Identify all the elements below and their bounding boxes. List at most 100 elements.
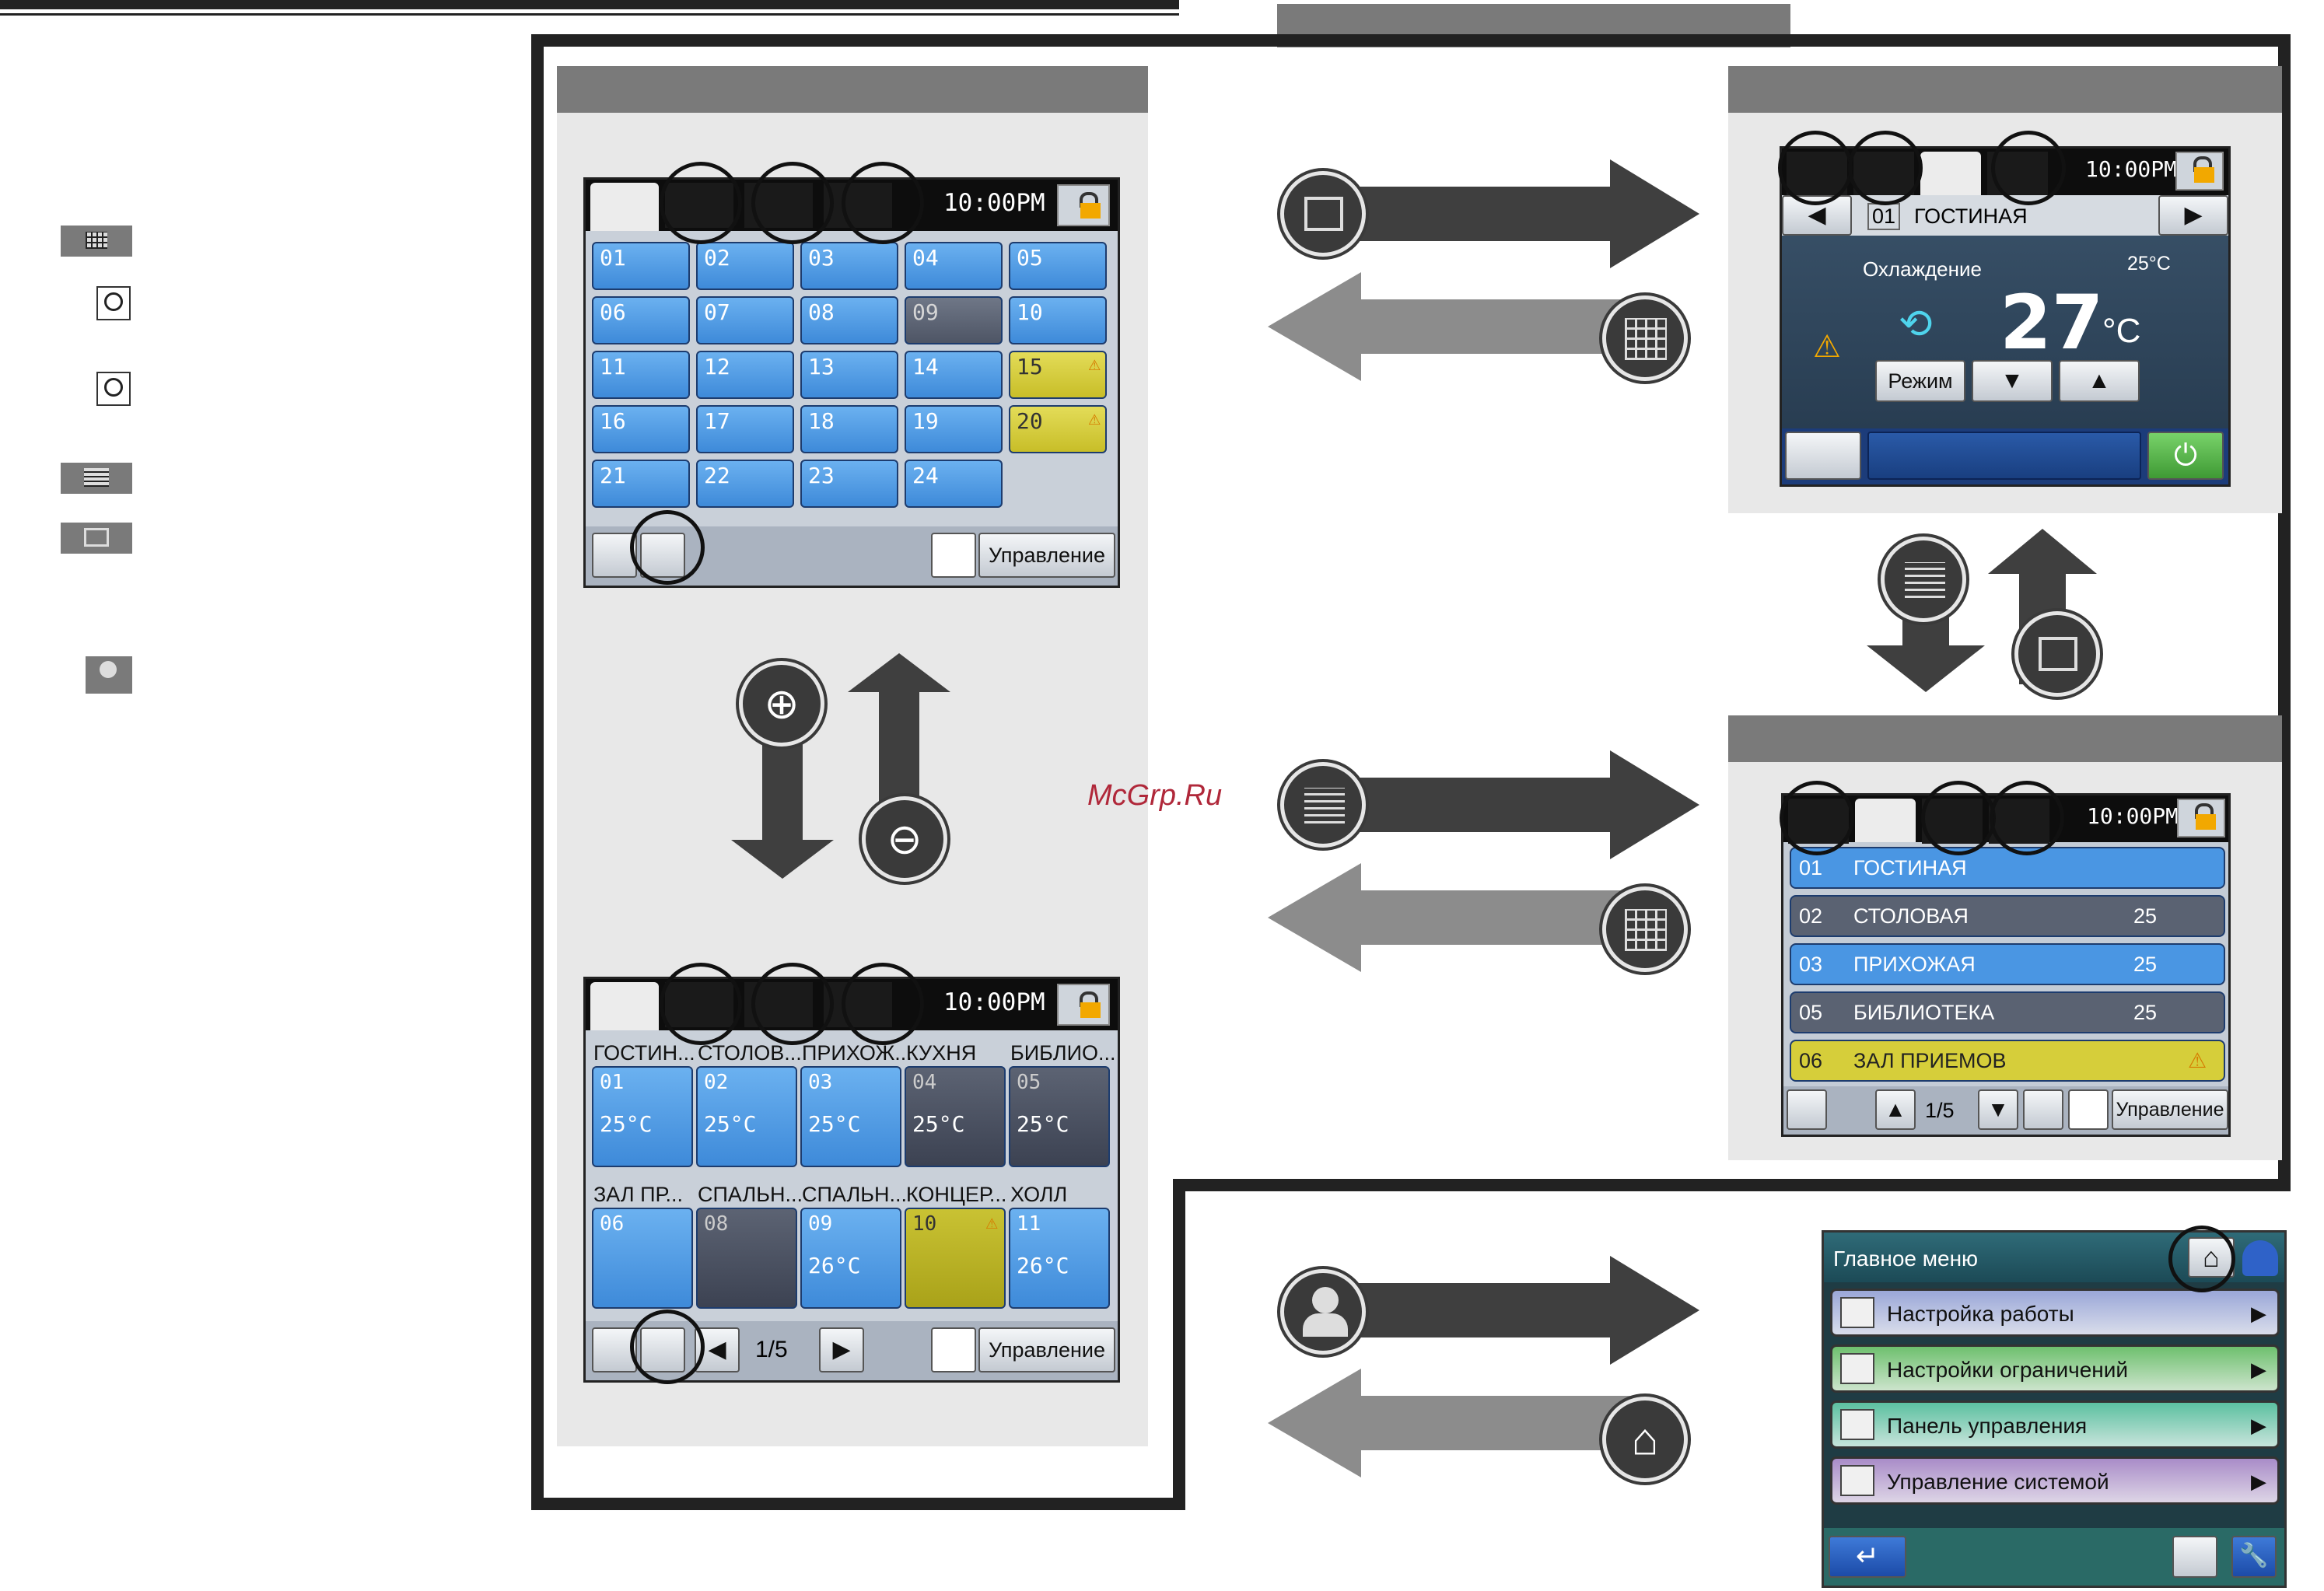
right-top-panel-header [1728, 66, 2282, 113]
grid-cell[interactable]: 11 [592, 351, 690, 399]
grid-cell[interactable]: 15⚠ [1009, 351, 1107, 399]
grid-cell[interactable]: 08 [800, 296, 898, 344]
tab-list[interactable] [1855, 799, 1916, 842]
grid-cell[interactable]: 21 [592, 460, 690, 508]
main-menu-item[interactable]: Управление системой▶ [1830, 1456, 2280, 1505]
grid-cell[interactable]: 17 [696, 405, 794, 453]
grid-cell[interactable]: 18 [800, 405, 898, 453]
list-row-temperature: 25 [2133, 904, 2158, 928]
clock-time: 10:00PM [943, 189, 1045, 217]
grid-cell[interactable]: 16 [592, 405, 690, 453]
grid-cell-number: 09 [912, 299, 939, 325]
control-button[interactable]: Управление [978, 533, 1115, 578]
grid-cell[interactable]: 07 [696, 296, 794, 344]
zoom-cell[interactable]: 10⚠ [905, 1208, 1006, 1309]
touch-select-button[interactable] [592, 1327, 637, 1372]
user-settings-icon[interactable] [2242, 1240, 2278, 1276]
grid-cell[interactable]: 23 [800, 460, 898, 508]
zoom-cell-temperature: 25°C [1017, 1111, 1069, 1137]
room-name-label: ЗАЛ ПР... [593, 1183, 683, 1206]
list-row-number: 05 [1799, 1001, 1823, 1024]
temp-up-button[interactable]: ▲ [2059, 360, 2140, 402]
grid-cell-number: 13 [808, 354, 835, 379]
lock-icon[interactable] [1057, 184, 1110, 226]
list-row[interactable]: 05 БИБЛИОТЕКА 25 [1790, 991, 2225, 1033]
lock-icon[interactable] [2175, 152, 2224, 191]
arrow-back-shaft [1361, 299, 1641, 354]
grid-cell[interactable]: 14 [905, 351, 1003, 399]
list-row-name: БИБЛИОТЕКА [1853, 1001, 1995, 1024]
page-up-button[interactable]: ▲ [1875, 1089, 1916, 1130]
edit-button[interactable] [2172, 1536, 2217, 1578]
select-all-button[interactable] [931, 533, 976, 578]
mode-button[interactable]: Режим [1875, 360, 1965, 402]
zoom-arrows [731, 653, 950, 879]
chevron-right-icon: ▶ [2251, 1358, 2266, 1381]
grid-cell[interactable]: 13 [800, 351, 898, 399]
grid-cell[interactable]: 10 [1009, 296, 1107, 344]
grid-cell[interactable]: 02 [696, 242, 794, 290]
zoom-cell-number: 11 [1017, 1212, 1041, 1236]
grid-cell[interactable]: 01 [592, 242, 690, 290]
grid-cell[interactable]: 09 [905, 296, 1003, 344]
arrow-back-head [1268, 863, 1361, 972]
tab-grid-highlight [1778, 131, 1853, 205]
grid-cell[interactable]: 12 [696, 351, 794, 399]
power-button[interactable]: ⏻ [2147, 432, 2224, 480]
grid-cell[interactable]: 24 [905, 460, 1003, 508]
list-row-temperature: 25 [2133, 1001, 2158, 1024]
grid-cell[interactable]: 22 [696, 460, 794, 508]
tab-user-highlight [842, 162, 924, 244]
fan-louver-button[interactable] [1867, 432, 2141, 480]
tab-single[interactable] [1920, 152, 1981, 195]
zoom-out-circle-icon: ⊖ [862, 796, 947, 882]
user-settings-icon [86, 656, 132, 694]
zoom-in-arrowhead [731, 840, 834, 879]
prohibit-button[interactable] [1785, 432, 1861, 480]
maintenance-button[interactable]: 🔧 [2231, 1536, 2277, 1578]
back-button[interactable]: ↵ [1829, 1536, 1906, 1578]
page-indicator: 1/5 [1925, 1099, 1955, 1122]
grid-cell[interactable]: 04 [905, 242, 1003, 290]
main-menu-item[interactable]: Настройки ограничений▶ [1830, 1344, 2280, 1393]
grid-cell[interactable]: 05 [1009, 242, 1107, 290]
grid-cell[interactable]: 06 [592, 296, 690, 344]
page-down-button[interactable]: ▼ [1978, 1089, 2018, 1130]
main-menu-item[interactable]: Настройка работы▶ [1830, 1289, 2280, 1337]
grid-cell-number: 05 [1017, 245, 1043, 271]
grid-cell[interactable]: 20⚠ [1009, 405, 1107, 453]
lock-icon[interactable] [2177, 799, 2225, 837]
room-name: ГОСТИНАЯ [1914, 205, 2028, 228]
grid-cell-number: 01 [600, 245, 626, 271]
grid-cell[interactable]: 03 [800, 242, 898, 290]
zoom-cell[interactable]: 08 [696, 1208, 797, 1309]
touch-select-button[interactable] [1787, 1089, 1827, 1130]
next-room-button[interactable]: ▶ [2158, 195, 2228, 236]
main-menu-item[interactable]: Панель управления▶ [1830, 1400, 2280, 1449]
select-all-button[interactable] [931, 1327, 976, 1372]
next-page-button[interactable]: ▶ [819, 1327, 864, 1372]
lock-icon[interactable] [1057, 984, 1110, 1026]
tab-grid[interactable] [590, 982, 659, 1030]
tab-grid[interactable] [590, 183, 659, 231]
select-all-button[interactable] [2068, 1089, 2109, 1130]
control-button[interactable]: Управление [2112, 1089, 2228, 1130]
top-rule [0, 0, 1179, 9]
temperature-button[interactable] [2023, 1089, 2063, 1130]
grid-cell[interactable]: 19 [905, 405, 1003, 453]
zoom-cell[interactable]: 06 [592, 1208, 693, 1309]
control-button[interactable]: Управление [978, 1327, 1115, 1372]
temp-down-button[interactable]: ▼ [1972, 360, 2053, 402]
grid-cell-number: 10 [1017, 299, 1043, 325]
